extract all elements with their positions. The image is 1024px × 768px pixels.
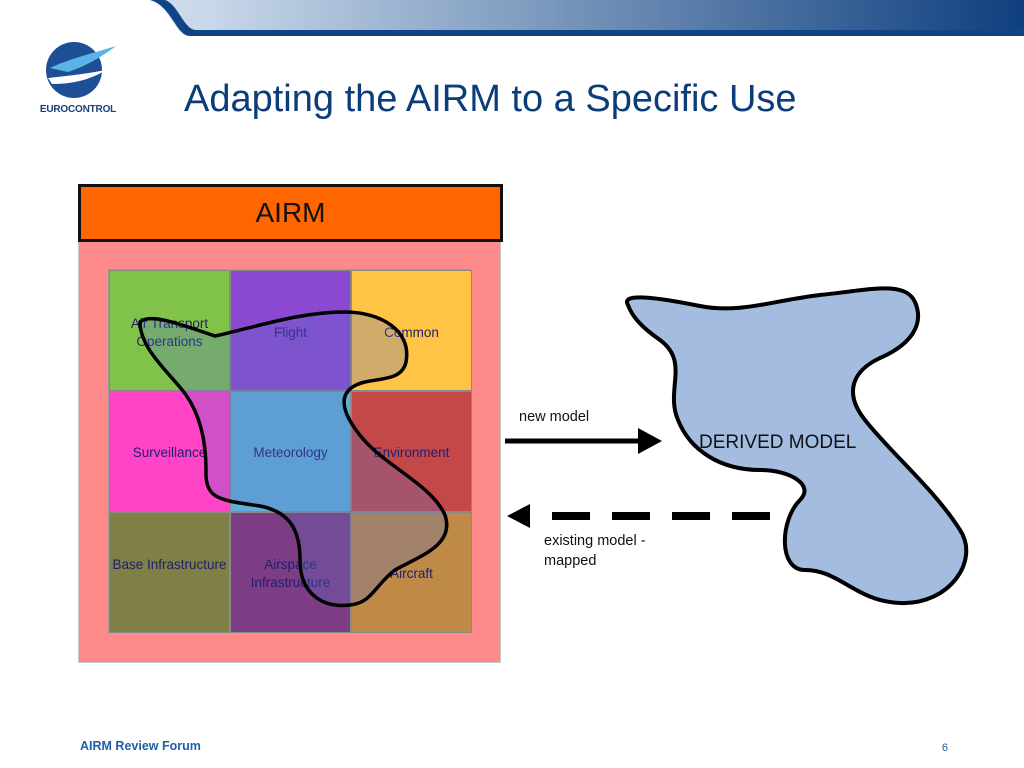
cell-label: Base Infrastructure bbox=[112, 557, 227, 572]
cell-flight: Flight bbox=[230, 270, 351, 391]
cell-common: Common bbox=[351, 270, 472, 391]
cell-surveillance: Surveillance bbox=[109, 391, 230, 512]
cell-environment: Environment bbox=[351, 391, 472, 512]
cell-base-infrastructure: Base Infrastructure bbox=[109, 512, 230, 633]
airm-header-label: AIRM bbox=[255, 197, 326, 228]
cell-label: Air Transport Operations bbox=[130, 316, 209, 350]
existing-model-arrowhead bbox=[507, 504, 530, 528]
eurocontrol-emblem-icon bbox=[46, 42, 116, 98]
cell-label: Environment bbox=[373, 445, 450, 460]
airm-header: AIRM bbox=[78, 184, 503, 242]
cell-label: Airspace Infrastructure bbox=[250, 557, 331, 591]
existing-model-label: existing model - mapped bbox=[544, 533, 646, 569]
cell-meteorology: Meteorology bbox=[230, 391, 351, 512]
new-model-label: new model bbox=[519, 409, 590, 425]
cell-label: Flight bbox=[273, 325, 307, 340]
eurocontrol-logo: EUROCONTROL bbox=[36, 38, 120, 122]
footer-forum-name: AIRM Review Forum bbox=[80, 739, 201, 753]
cell-air-transport-operations: Air Transport Operations bbox=[109, 270, 230, 391]
derived-model-label: DERIVED MODEL bbox=[699, 432, 857, 453]
cell-aircraft: Aircraft bbox=[351, 512, 472, 633]
cell-label: Common bbox=[384, 325, 439, 340]
airm-domain-grid: Air Transport Operations Flight Common S… bbox=[108, 269, 472, 633]
new-model-arrowhead bbox=[638, 428, 662, 454]
logo-text: EUROCONTROL bbox=[39, 104, 117, 115]
slide-title: Adapting the AIRM to a Specific Use bbox=[184, 78, 797, 120]
cell-label: Surveillance bbox=[132, 445, 207, 460]
cell-label: Meteorology bbox=[253, 445, 328, 460]
page-number: 6 bbox=[941, 742, 948, 754]
top-banner bbox=[0, 0, 1024, 40]
cell-airspace-infrastructure: Airspace Infrastructure bbox=[230, 512, 351, 633]
cell-label: Aircraft bbox=[390, 566, 433, 581]
